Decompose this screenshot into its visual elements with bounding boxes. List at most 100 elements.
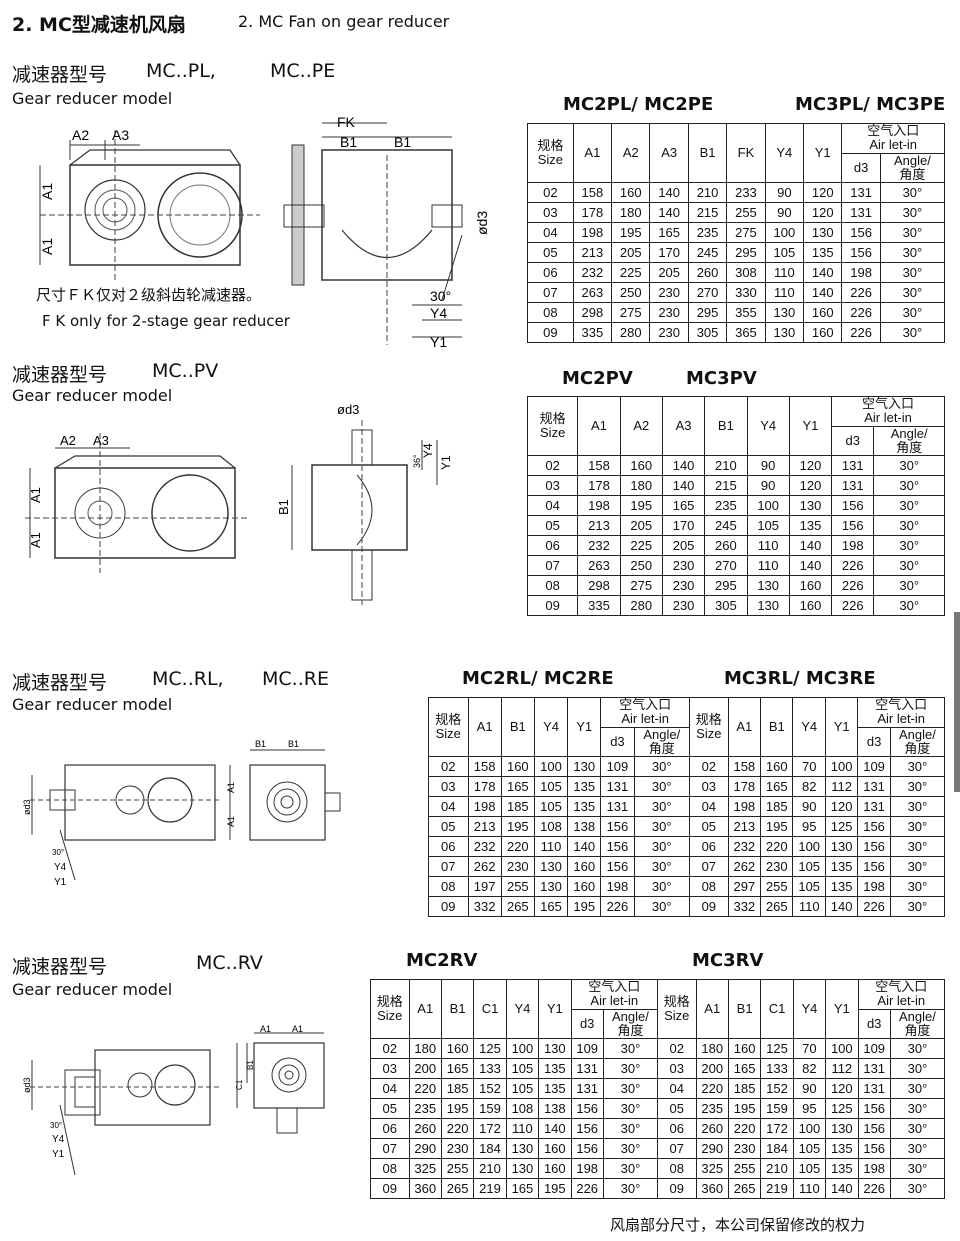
table-cell: 109 <box>600 756 635 778</box>
table-cell: 156 <box>600 856 635 878</box>
header-a3: A3 <box>661 395 706 457</box>
header-c1: C1 <box>760 978 794 1040</box>
table-cell: 130 <box>505 1158 540 1180</box>
table-cell: 125 <box>473 1038 507 1060</box>
table-cell: 213 <box>467 816 502 838</box>
table-cell: 159 <box>473 1098 507 1120</box>
table-cell: 156 <box>831 515 875 537</box>
dim-angle: 30° <box>50 1121 62 1130</box>
table-cell: 235 <box>408 1098 442 1120</box>
table-cell: 130 <box>538 1038 572 1060</box>
header-angle: Angle/角度 <box>633 726 691 758</box>
table-cell: 197 <box>467 876 502 898</box>
table-cell: 138 <box>567 816 602 838</box>
table-cell: 02 <box>657 1038 697 1060</box>
table-cell: 290 <box>695 1138 729 1160</box>
dim-y4: Y4 <box>54 862 67 873</box>
table-cell: 295 <box>687 302 728 324</box>
table-cell: 100 <box>746 495 790 517</box>
table-cell: 365 <box>726 322 766 344</box>
table-cell: 213 <box>572 242 613 264</box>
table-cell: 230 <box>649 302 689 324</box>
table-cell: 280 <box>611 322 651 344</box>
table-cell: 08 <box>526 575 579 597</box>
table-cell: 02 <box>370 1038 410 1060</box>
table-cell: 30° <box>889 796 946 818</box>
table-cell: 08 <box>527 302 574 324</box>
table-cell: 170 <box>649 242 689 264</box>
table-cell: 219 <box>760 1178 794 1200</box>
table-cell: 110 <box>764 282 805 304</box>
table-cell: 90 <box>764 182 805 204</box>
table-cell: 140 <box>788 555 833 577</box>
dim-a2: A2 <box>72 127 89 143</box>
table-cell: 135 <box>825 1138 859 1160</box>
table1-heading-right: MC3PL/ MC3PE <box>795 94 946 115</box>
table-cell: 305 <box>704 595 748 617</box>
table-cell: 90 <box>792 1078 827 1100</box>
table-cell: 335 <box>577 595 621 617</box>
table-cell: 195 <box>611 222 651 244</box>
header-d3: d3 <box>831 425 875 457</box>
header-angle-en: Angle/ <box>898 726 936 742</box>
scrollbar[interactable] <box>954 612 960 792</box>
section4-side-drawing: A1 A1 B1 C1 <box>232 1025 337 1140</box>
table-cell: 30° <box>633 896 691 918</box>
table-cell: 06 <box>527 262 574 284</box>
header-y1: Y1 <box>803 122 843 184</box>
table-cell: 30° <box>873 475 945 497</box>
section3-side-drawing: B1 B1 A1 A1 <box>225 735 345 845</box>
section1-note-cn: 尺寸ＦＫ仅对２级斜齿轮减速器。 <box>36 286 262 304</box>
header-size-en: Size <box>435 726 461 742</box>
table-cell: 105 <box>792 856 826 878</box>
table-cell: 160 <box>440 1038 475 1060</box>
table-cell: 195 <box>727 1098 762 1120</box>
table-cell: 156 <box>600 816 635 838</box>
header-y4: Y4 <box>764 122 805 184</box>
table-cell: 09 <box>370 1178 410 1200</box>
table-cell: 245 <box>687 242 728 264</box>
section4-model-1: MC..RV <box>196 952 263 974</box>
table-cell: 105 <box>792 1138 827 1160</box>
table-cell: 152 <box>760 1078 794 1100</box>
table-cell: 100 <box>824 756 859 778</box>
dim-a1-lower: A1 <box>28 532 43 548</box>
table-cell: 198 <box>841 262 881 284</box>
table-cell: 06 <box>526 535 579 557</box>
table-cell: 156 <box>857 856 891 878</box>
table-cell: 108 <box>533 816 569 838</box>
table-cell: 184 <box>760 1138 794 1160</box>
header-b1: B1 <box>440 978 475 1040</box>
header-a1: A1 <box>727 696 762 758</box>
table-cell: 178 <box>727 776 762 798</box>
dim-od3: ød3 <box>337 402 359 417</box>
table-cell: 265 <box>440 1178 475 1200</box>
page-title-cn: 2. MC型减速机风扇 <box>12 14 186 36</box>
dim-a1-upper: A1 <box>39 183 55 200</box>
table-cell: 158 <box>727 756 762 778</box>
table-cell: 180 <box>408 1038 442 1060</box>
section2-front-drawing: A2 A3 A1 A1 <box>20 428 250 578</box>
table-cell: 156 <box>570 1138 604 1160</box>
table-cell: 04 <box>370 1078 410 1100</box>
table-cell: 100 <box>764 222 805 244</box>
